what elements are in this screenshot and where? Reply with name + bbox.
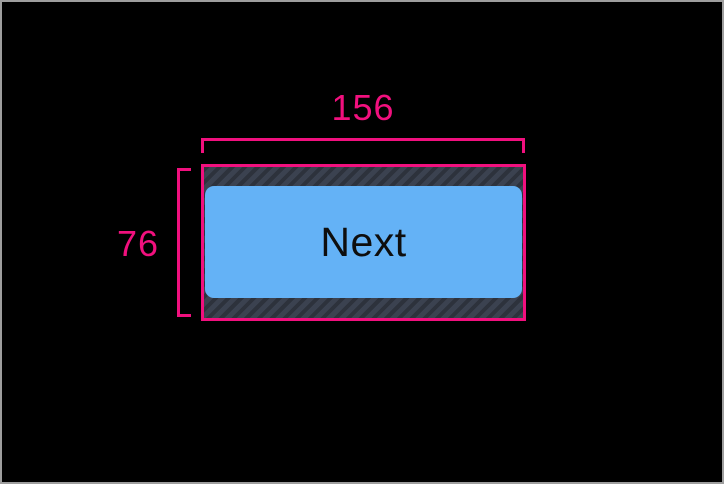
height-dimension-label: 76 (116, 223, 159, 264)
next-button[interactable]: Next (205, 186, 522, 298)
width-dimension-label: 156 (331, 87, 395, 128)
width-measurement-bracket (201, 138, 525, 153)
touch-target-bounds: Next (201, 164, 526, 321)
next-button-label: Next (320, 218, 407, 265)
height-measurement-bracket (177, 168, 191, 317)
